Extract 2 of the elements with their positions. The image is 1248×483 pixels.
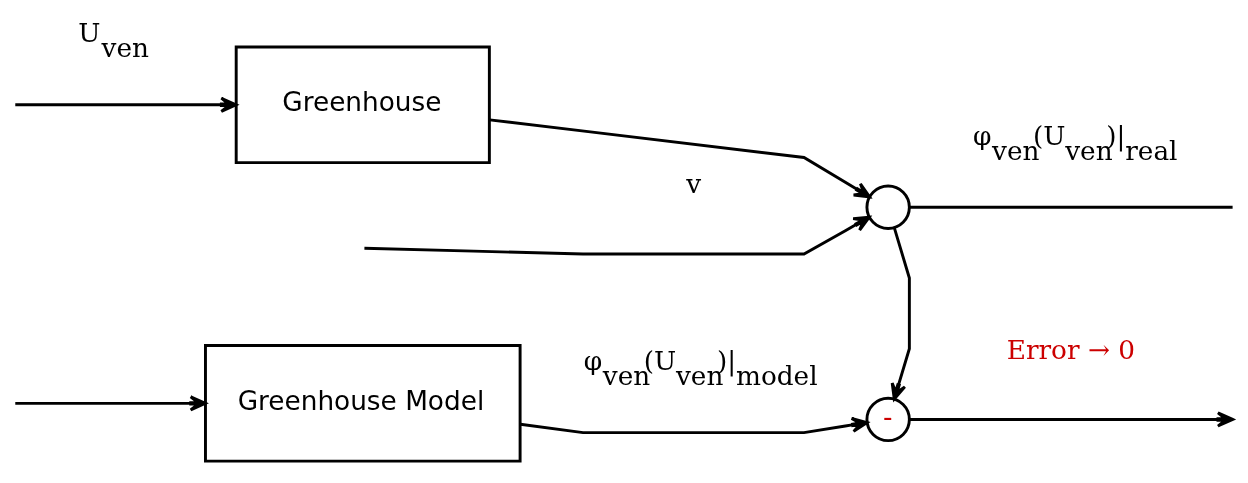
edge-label: v — [686, 168, 702, 199]
edge-label: Error → 0 — [1006, 334, 1136, 365]
